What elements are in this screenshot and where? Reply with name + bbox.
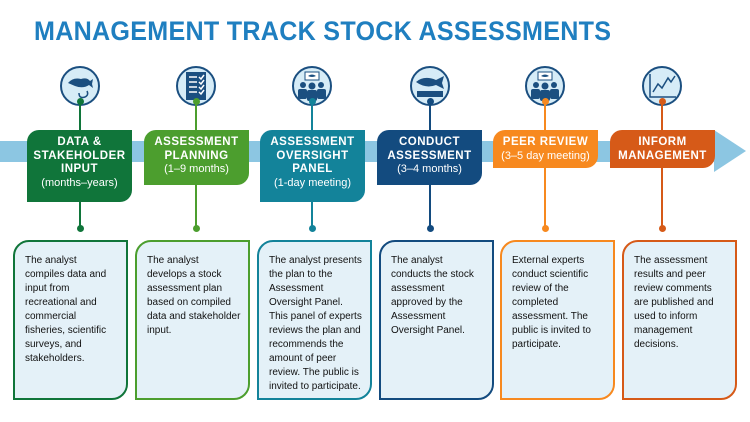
page-title: MANAGEMENT TRACK STOCK ASSESSMENTS: [34, 16, 612, 46]
connector-line: [661, 168, 663, 228]
connector-line: [311, 102, 313, 130]
step-header: CONDUCT ASSESSMENT(3–4 months): [377, 130, 482, 185]
step-duration: (3–5 day meeting): [501, 149, 590, 162]
connector-dot: [192, 225, 200, 232]
connector-dot: [76, 225, 84, 232]
step-name: INFORM MANAGEMENT: [618, 136, 707, 162]
connector-dot: [658, 98, 666, 105]
step-header: ASSESSMENT PLANNING(1–9 months): [144, 130, 249, 185]
connector-line: [79, 202, 81, 228]
step-header: ASSESSMENT OVERSIGHT PANEL(1-day meeting…: [260, 130, 365, 202]
connector-line: [661, 102, 663, 130]
connector-dot: [192, 98, 200, 105]
connector-dot: [426, 225, 434, 232]
group-meeting-icon: [292, 66, 332, 106]
step-header: PEER REVIEW(3–5 day meeting): [493, 130, 598, 168]
connector-line: [544, 102, 546, 130]
timeline-arrowhead: [714, 130, 746, 172]
step-duration: (months–years): [41, 176, 118, 189]
step-name: ASSESSMENT OVERSIGHT PANEL: [270, 136, 355, 175]
step-duration: (1-day meeting): [273, 176, 352, 189]
connector-dot: [76, 98, 84, 105]
connector-line: [79, 102, 81, 130]
step-description: The analyst conducts the stock assessmen…: [379, 240, 494, 400]
connector-line: [311, 202, 313, 228]
connector-line: [195, 102, 197, 130]
connector-dot: [308, 98, 316, 105]
step-description: The assessment results and peer review c…: [622, 240, 737, 400]
step-duration: (3–4 months): [397, 163, 462, 175]
step-name: ASSESSMENT PLANNING: [154, 136, 239, 162]
connector-line: [195, 185, 197, 228]
step-name: CONDUCT ASSESSMENT: [387, 136, 472, 162]
connector-line: [544, 168, 546, 228]
connector-dot: [541, 98, 549, 105]
checklist-icon: [176, 66, 216, 106]
step-description: External experts conduct scientific revi…: [500, 240, 615, 400]
connector-dot: [426, 98, 434, 105]
connector-line: [429, 102, 431, 130]
connector-dot: [541, 225, 549, 232]
step-description: The analyst presents the plan to the Ass…: [257, 240, 372, 400]
step-name: PEER REVIEW: [502, 136, 589, 148]
step-description: The analyst develops a stock assessment …: [135, 240, 250, 400]
step-header: INFORM MANAGEMENT: [610, 130, 715, 168]
step-header: DATA & STAKEHOLDER INPUT(months–years): [27, 130, 132, 202]
step-description: The analyst compiles data and input from…: [13, 240, 128, 400]
connector-line: [429, 185, 431, 228]
connector-dot: [308, 225, 316, 232]
connector-dot: [658, 225, 666, 232]
step-duration: (1–9 months): [164, 163, 229, 175]
step-name: DATA & STAKEHOLDER INPUT: [33, 136, 126, 175]
